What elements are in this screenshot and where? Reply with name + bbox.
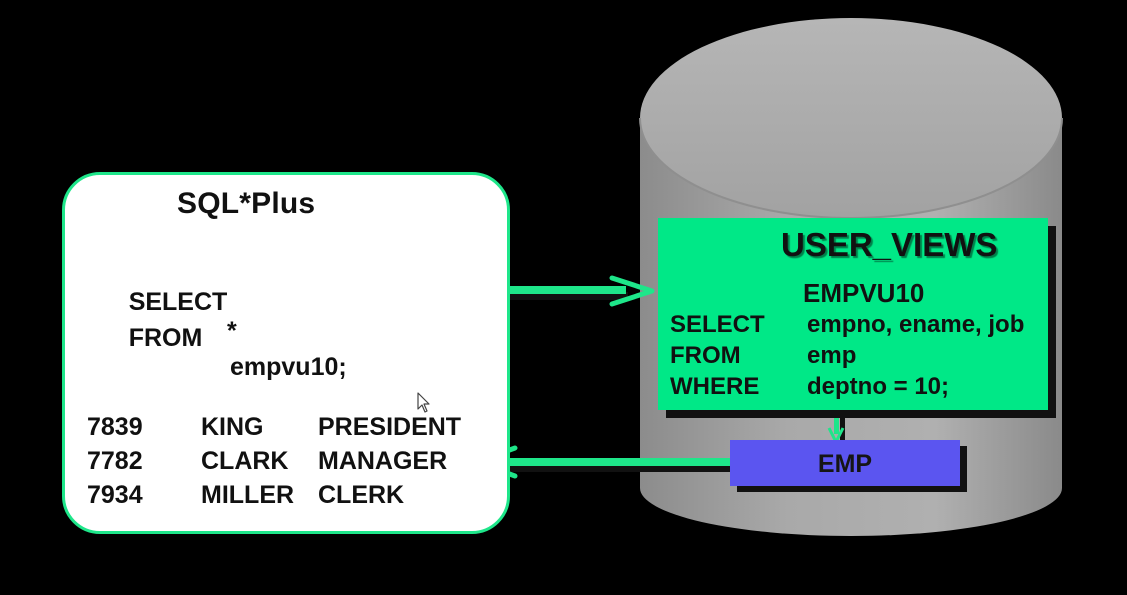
query-value: * [227,317,237,345]
emp-table: EMP [730,440,960,486]
definition-value: empno, ename, job [807,311,1025,338]
sqlplus-panel: SQL*Plus SELECT * FROM empvu10; 7839 KIN… [62,172,510,534]
view-name: EMPVU10 [803,278,925,308]
result-job: MANAGER [318,447,448,475]
definition-keyword: SELECT [670,311,765,338]
user-views-title: USER_VIEWS [781,226,998,263]
mouse-pointer-icon [417,392,430,413]
result-empno: 7934 [87,481,143,509]
user-views-panel: USER_VIEWS EMPVU10 SELECT empno, ename, … [658,218,1048,410]
result-ename: CLARK [201,447,289,475]
result-empno: 7782 [87,447,143,475]
sqlplus-title: SQL*Plus [177,187,316,220]
query-line-select: SELECT * [87,259,237,375]
result-empno: 7839 [87,413,143,441]
query-keyword: SELECT [128,288,228,316]
result-ename: KING [201,413,264,441]
definition-value: emp [807,342,857,369]
definition-keyword: FROM [670,342,741,369]
result-ename: MILLER [201,481,295,509]
definition-value: deptno = 10; [807,373,950,400]
query-value: empvu10; [230,353,347,381]
result-job: CLERK [318,481,405,509]
query-line-from: FROM empvu10; [87,295,347,411]
definition-keyword: WHERE [670,373,760,400]
query-keyword: FROM [128,324,203,352]
result-job: PRESIDENT [318,413,462,441]
